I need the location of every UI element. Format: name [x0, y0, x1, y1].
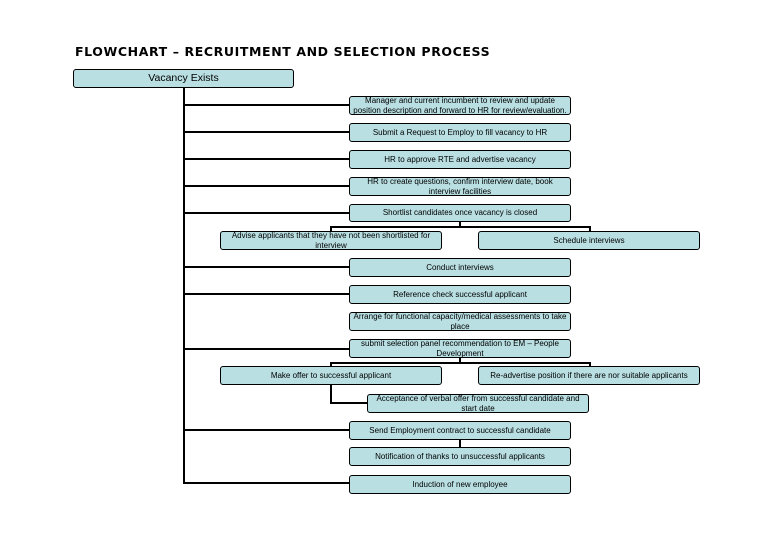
request-employ-box: Submit a Request to Employ to fill vacan… [349, 123, 571, 142]
connector-manager-review [183, 104, 350, 106]
recommendation-branch-line [330, 362, 591, 364]
connector-hr-approve [183, 158, 350, 160]
advise-applicants-box: Advise applicants that they have not bee… [220, 231, 442, 250]
page-title: FLOWCHART – RECRUITMENT AND SELECTION PR… [75, 44, 491, 59]
functional-assessment-box: Arrange for functional capacity/medical … [349, 312, 571, 331]
branch-to-offer-line [330, 362, 332, 368]
branch-to-schedule-line [589, 226, 591, 232]
main-trunk-line [183, 87, 185, 484]
submit-recommendation-box: submit selection panel recommendation to… [349, 339, 571, 358]
hr-questions-box: HR to create questions, confirm intervie… [349, 177, 571, 196]
acceptance-box: Acceptance of verbal offer from successf… [367, 394, 589, 413]
recommendation-down-line [459, 357, 461, 363]
shortlist-box: Shortlist candidates once vacancy is clo… [349, 204, 571, 222]
vacancy-exists-box: Vacancy Exists [73, 69, 294, 88]
connector-submit-recommendation [183, 348, 350, 350]
shortlist-branch-line [330, 226, 591, 228]
send-contract-box: Send Employment contract to successful c… [349, 421, 571, 440]
notification-box: Notification of thanks to unsuccessful a… [349, 447, 571, 466]
branch-to-advise-line [330, 226, 332, 232]
branch-to-readvertise-line [589, 362, 591, 368]
connector-send-contract [183, 429, 350, 431]
contract-to-notification-line [459, 438, 461, 448]
connector-conduct-interviews [183, 266, 350, 268]
induction-box: Induction of new employee [349, 475, 571, 494]
make-offer-box: Make offer to successful applicant [220, 366, 442, 385]
offer-to-acceptance-line [330, 402, 368, 404]
offer-down-line [330, 385, 332, 404]
connector-induction [183, 482, 350, 484]
hr-approve-box: HR to approve RTE and advertise vacancy [349, 150, 571, 169]
schedule-interviews-box: Schedule interviews [478, 231, 700, 250]
connector-shortlist [183, 212, 350, 214]
reference-check-box: Reference check successful applicant [349, 285, 571, 304]
connector-hr-questions [183, 185, 350, 187]
conduct-interviews-box: Conduct interviews [349, 258, 571, 277]
manager-review-box: Manager and current incumbent to review … [349, 96, 571, 115]
readvertise-box: Re-advertise position if there are nor s… [478, 366, 700, 385]
connector-request-employ [183, 131, 350, 133]
connector-reference-check [183, 293, 350, 295]
shortlist-down-line [459, 221, 461, 227]
